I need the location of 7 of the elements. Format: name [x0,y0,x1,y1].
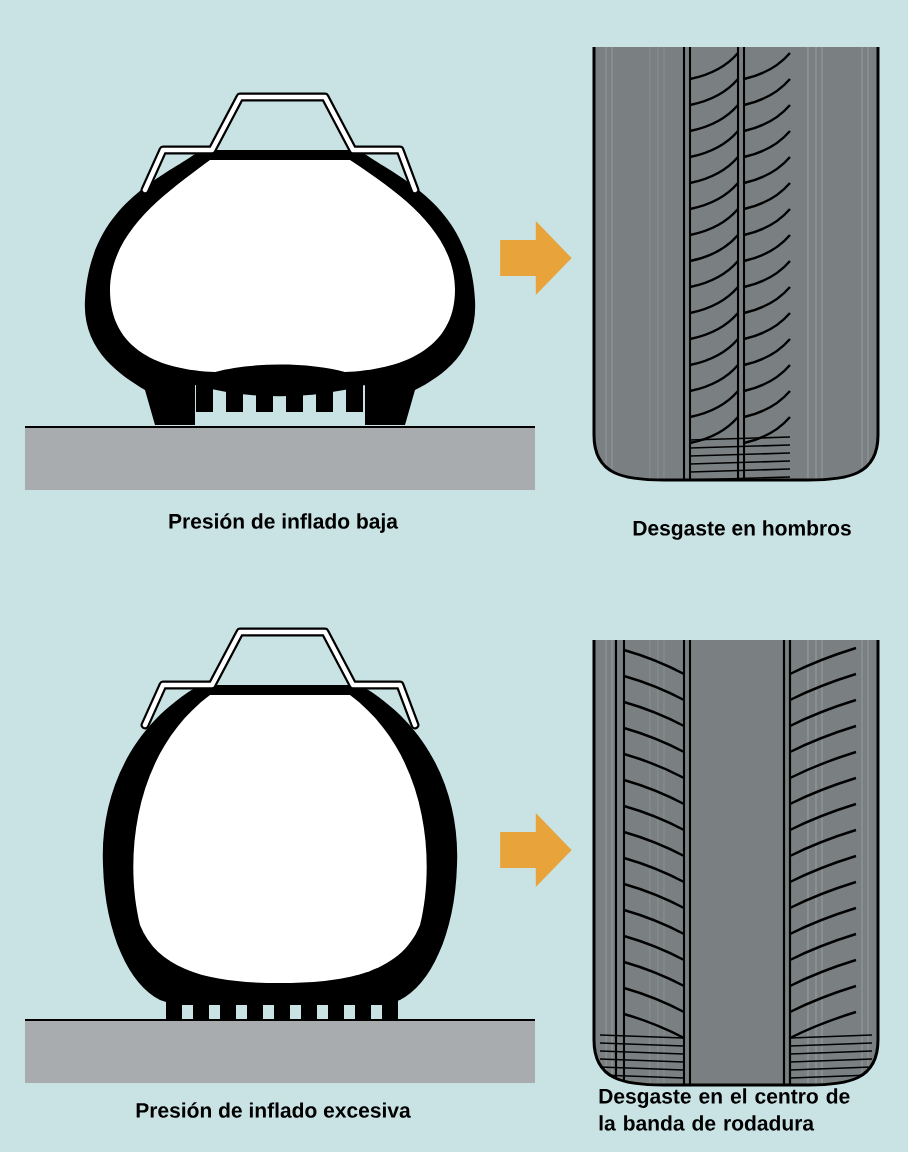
tire-tread-drawing [592,47,880,482]
tire-cross-section-drawing [85,92,475,426]
tire-tread-drawing [592,640,880,1087]
caption: Presión de inflado excesiva [136,1102,411,1118]
caption: Presión de inflado baja [169,513,399,533]
tire-cross-section-drawing [102,627,458,1020]
caption: Desgaste en hombros [633,520,851,540]
